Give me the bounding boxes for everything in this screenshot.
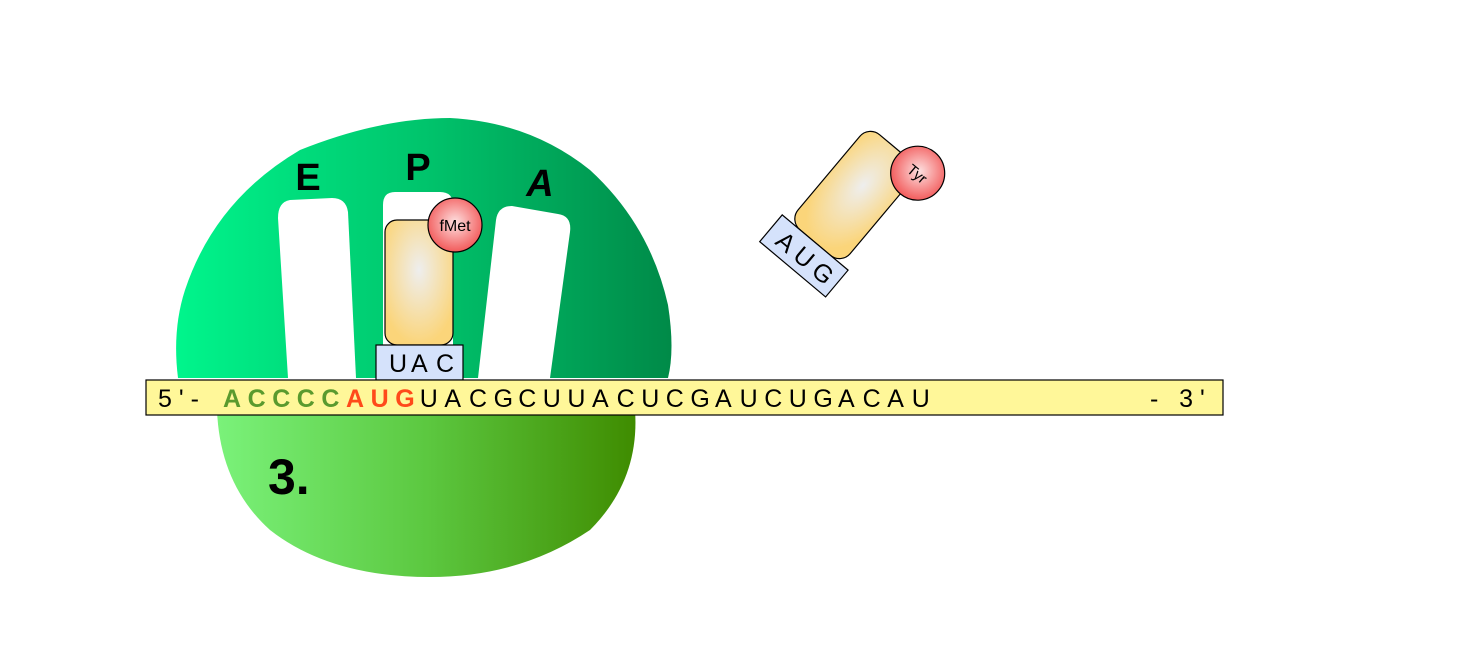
- mrna-base-coding: C: [518, 385, 536, 413]
- mrna-base-coding: A: [592, 385, 609, 413]
- e-site-slot: [278, 198, 356, 378]
- mrna-base-start-codon: G: [395, 385, 414, 413]
- mrna-base-coding: A: [715, 385, 732, 413]
- p-anticodon-box: [375, 344, 464, 381]
- e-site-label: E: [295, 157, 320, 199]
- mrna-base-leader: C: [321, 385, 339, 413]
- mrna-base-coding: U: [567, 385, 585, 413]
- mrna-base-start-codon: U: [371, 385, 389, 413]
- mrna-base-coding: G: [813, 385, 832, 413]
- mrna-base-coding: U: [420, 385, 438, 413]
- a-site-slot: [478, 206, 571, 378]
- incoming-trna: Tyr A U G: [758, 130, 946, 298]
- mrna-base-coding: C: [764, 385, 782, 413]
- mrna-base-coding: C: [617, 385, 635, 413]
- mrna-base-coding: G: [690, 385, 709, 413]
- mrna-base-coding: A: [887, 385, 904, 413]
- a-site-label: A: [525, 163, 553, 205]
- mrna-base-coding: A: [838, 385, 855, 413]
- mrna-base-coding: U: [740, 385, 758, 413]
- p-anticodon-0: U: [389, 350, 407, 378]
- three-prime-label: - 3 ': [1150, 385, 1205, 413]
- small-ribosomal-subunit: [217, 410, 636, 577]
- mrna-base-coding: U: [641, 385, 659, 413]
- fmet-label: fMet: [439, 218, 471, 235]
- p-site-label: P: [405, 147, 430, 189]
- mrna-base-leader: C: [248, 385, 266, 413]
- mrna-base-coding: U: [543, 385, 561, 413]
- fmet-amino-acid: [427, 197, 483, 253]
- mrna-base-leader: A: [223, 385, 241, 413]
- mrna-base-coding: G: [494, 385, 513, 413]
- mrna-base-coding: U: [912, 385, 930, 413]
- p-anticodon-2: C: [436, 350, 454, 378]
- incoming-anticodon-box: [758, 214, 849, 298]
- five-prime-label: 5 ' -: [158, 385, 199, 413]
- mrna-strand: [145, 379, 1224, 416]
- mrna-base-coding: C: [469, 385, 487, 413]
- mrna-base-coding: C: [863, 385, 881, 413]
- p-anticodon-1: A: [411, 350, 428, 378]
- mrna-base-coding: C: [666, 385, 684, 413]
- tyr-amino-acid: [890, 145, 946, 201]
- mrna-base-start-codon: A: [346, 385, 364, 413]
- p-site-trna: fMet U A C: [375, 197, 483, 381]
- step-label: 3.: [268, 449, 310, 505]
- mrna-base-coding: U: [789, 385, 807, 413]
- mrna-base-leader: C: [297, 385, 315, 413]
- mrna-base-coding: A: [444, 385, 461, 413]
- mrna-base-leader: C: [272, 385, 290, 413]
